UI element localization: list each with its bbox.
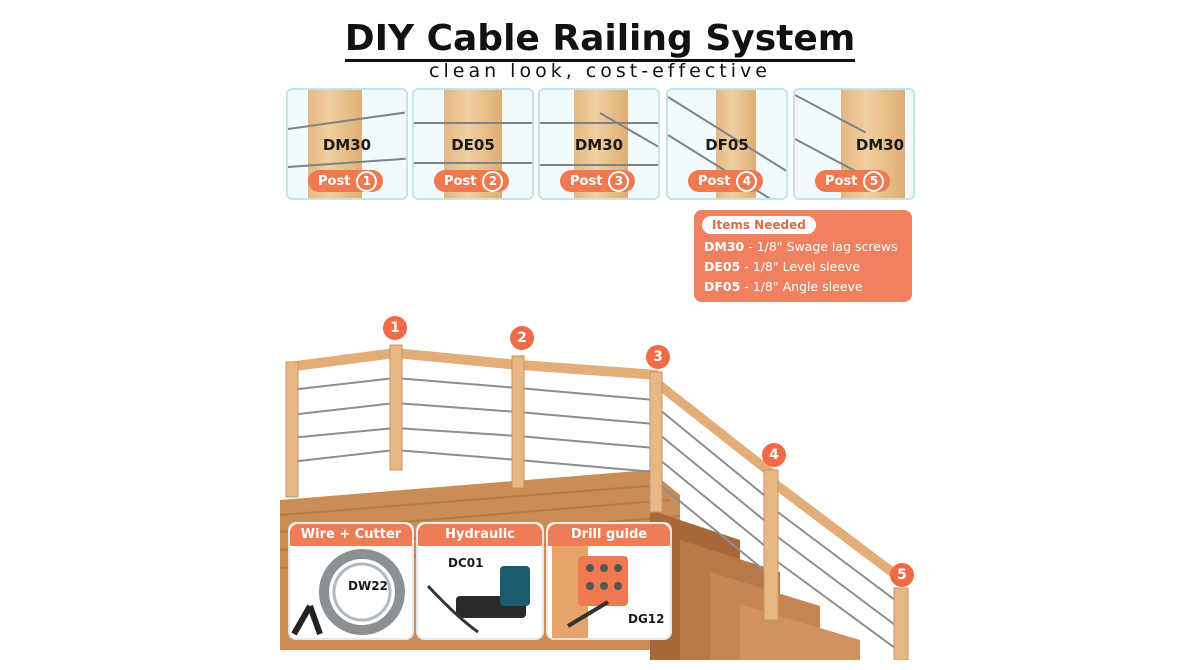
drill-guide-icon	[552, 546, 628, 638]
item-code: DE05	[704, 259, 741, 274]
post-number: 4	[736, 170, 758, 192]
tool-title: Wire + Cutter	[290, 524, 412, 546]
item-code: DM30	[704, 239, 745, 254]
top-rails	[288, 348, 900, 584]
post-tag: Post 5	[815, 170, 891, 192]
item-code: DF05	[704, 279, 741, 294]
post-number: 1	[356, 170, 378, 192]
post-panel-4: DF05 Post 4	[666, 88, 788, 200]
fitting-code: DF05	[705, 136, 749, 154]
tool-card-hydraulic-crimper: Hydraulic crimper DC01	[416, 522, 544, 640]
page-subtitle: clean look, cost-effective	[429, 60, 771, 82]
tool-card-wire-cutter: Wire + Cutter DW22	[288, 522, 414, 640]
post-panel-5: DM30 Post 5	[793, 88, 915, 200]
post-tag: Post 3	[560, 170, 636, 192]
post-label: Post	[825, 173, 858, 189]
post-badge-3: 3	[646, 345, 670, 369]
item-desc: - 1/8" Swage lag screws	[744, 239, 898, 254]
post-number: 3	[608, 170, 630, 192]
post-tag: Post 2	[434, 170, 510, 192]
title-text: DIY Cable Railing System	[344, 18, 856, 62]
cable-wire	[540, 122, 658, 124]
post-badge-2: 2	[510, 326, 534, 350]
post-panel-1: DM30 Post 1	[286, 88, 408, 200]
tool-code: DW22	[348, 579, 388, 593]
post-label: Post	[570, 173, 603, 189]
post-tag: Post 1	[308, 170, 384, 192]
tool-card-drill-guide: Drill guide DG12	[546, 522, 672, 640]
post-label: Post	[698, 173, 731, 189]
fitting-code: DM30	[322, 136, 372, 154]
tool-code: DG12	[628, 612, 665, 626]
tool-title: Drill guide	[548, 524, 670, 546]
stairs	[650, 510, 860, 660]
post-label: Post	[318, 173, 351, 189]
items-line: DM30 - 1/8" Swage lag screws	[704, 239, 898, 254]
items-line: DE05 - 1/8" Level sleeve	[704, 259, 860, 274]
crimper-icon	[426, 566, 530, 634]
post-number: 2	[482, 170, 504, 192]
tool-title: Hydraulic crimper	[418, 524, 542, 564]
post-panel-3: DM30 Post 3	[538, 88, 660, 200]
tool-code: DC01	[448, 556, 484, 570]
cable-wire	[414, 162, 532, 164]
post-tag: Post 4	[688, 170, 764, 192]
post-badge-1: 1	[383, 316, 407, 340]
fitting-code: DE05	[451, 136, 495, 154]
item-desc: - 1/8" Level sleeve	[740, 259, 861, 274]
post-number: 5	[863, 170, 885, 192]
items-line: DF05 - 1/8" Angle sleeve	[704, 279, 863, 294]
post-badge-5: 5	[890, 563, 914, 587]
cable-wire	[540, 164, 658, 166]
fitting-code: DM30	[574, 136, 624, 154]
item-desc: - 1/8" Angle sleeve	[740, 279, 863, 294]
post-panel-2: DE05 Post 2	[412, 88, 534, 200]
post-label: Post	[444, 173, 477, 189]
wire-coil-icon	[291, 549, 405, 636]
cable-wire	[414, 122, 532, 124]
page-title: DIY Cable Railing System	[0, 18, 1200, 62]
railing-cables	[289, 377, 896, 649]
items-needed-box: Items Needed DM30 - 1/8" Swage lag screw…	[694, 210, 912, 302]
railing-posts	[285, 344, 909, 660]
items-needed-heading: Items Needed	[702, 216, 816, 234]
post-badge-4: 4	[762, 443, 786, 467]
fitting-code: DM30	[855, 136, 905, 154]
